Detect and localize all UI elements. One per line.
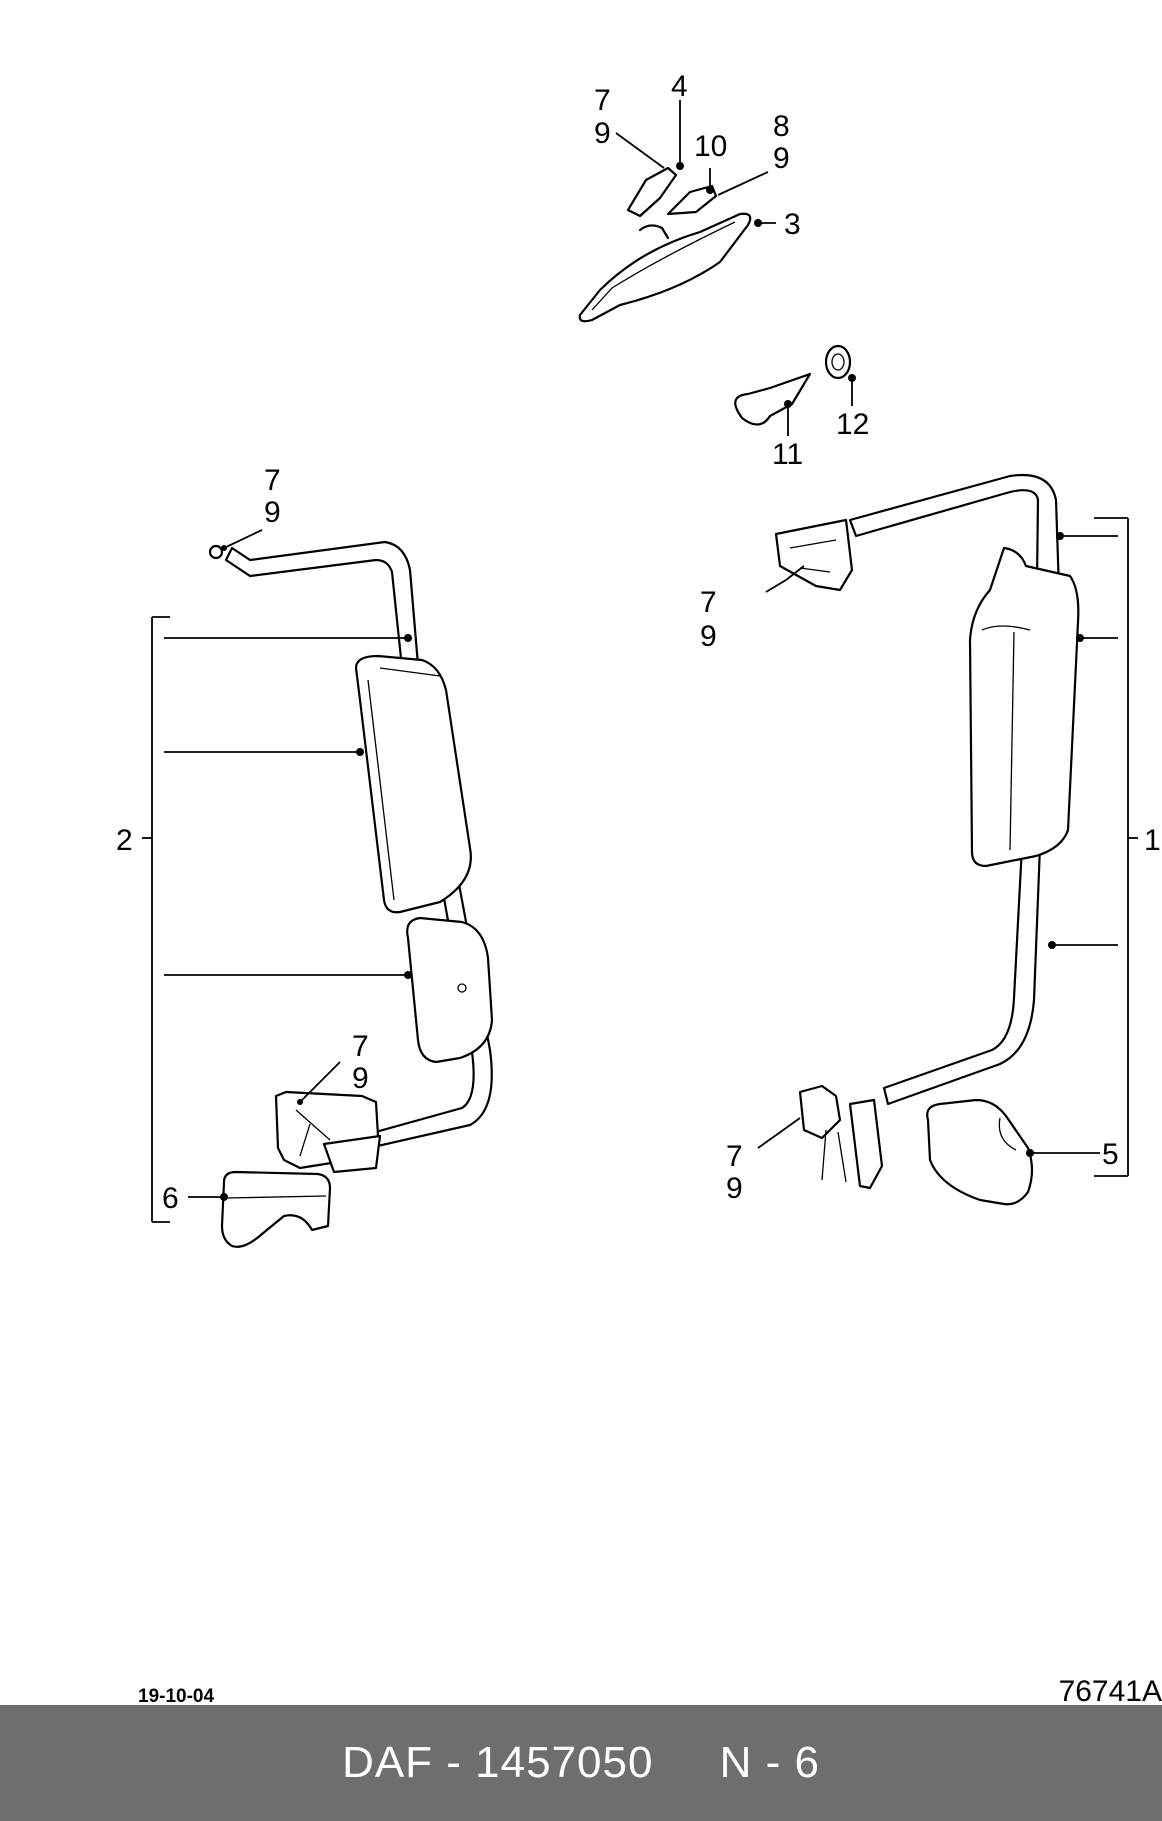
main-mirror-right: [968, 546, 1080, 868]
mount-bracket-right: [666, 184, 718, 216]
callout-4: 4: [671, 70, 688, 103]
callout-9-left-bracket: 9: [352, 1062, 369, 1095]
callout-1: 1: [1144, 824, 1161, 857]
callout-9-left-arm: 9: [264, 496, 281, 529]
knob-and-washer-group: [734, 344, 856, 436]
callout-3: 3: [784, 208, 801, 241]
mirror-arm-right: [848, 474, 1062, 1106]
callout-6: 6: [162, 1182, 179, 1215]
callout-9-right-bracket: 9: [726, 1172, 743, 1205]
callout-5: 5: [1102, 1138, 1119, 1171]
wide-angle-mirror-left: [406, 916, 494, 1064]
mirror-parts-diagram: 1 2 3 4 5 6 7 9 10 8 9 11 12 7 9 7 9 7 9…: [116, 70, 1161, 1248]
callout-9-bracket: 9: [773, 142, 790, 175]
part-info-text: DAF - 1457050 N - 6: [342, 1738, 820, 1787]
callout-9-interior: 9: [594, 117, 611, 150]
arm-end-cap: [208, 544, 224, 560]
callout-2: 2: [116, 824, 133, 857]
right-mirror-assembly: [757, 474, 1138, 1206]
interior-mirror: [578, 212, 752, 323]
wide-angle-mirror-right: [926, 1098, 1034, 1206]
main-mirror-left: [354, 654, 472, 914]
mount-bracket-lower-right: [798, 1084, 842, 1140]
callout-7-interior: 7: [594, 84, 611, 117]
cover-cap-left: [220, 1170, 332, 1248]
part-info-bar: DAF - 1457050 N - 6: [0, 1705, 1162, 1821]
arm-clamp: [322, 1134, 382, 1174]
drawing-date: 19-10-04: [138, 1686, 215, 1707]
callout-7-right-bracket: 7: [726, 1140, 743, 1173]
mirror-stem: [638, 224, 670, 240]
left-mirror-assembly: [142, 529, 494, 1248]
callout-8: 8: [773, 110, 790, 143]
mount-bracket-left: [626, 166, 678, 218]
callout-labels: 1 2 3 4 5 6 7 9 10 8 9 11 12 7 9 7 9 7 9…: [116, 70, 1161, 1215]
adjust-knob: [734, 372, 812, 426]
callout-7-left-arm: 7: [264, 464, 281, 497]
interior-mirror-group: [578, 100, 776, 323]
clamp-plate-right: [848, 1098, 884, 1190]
callout-9-right-arm: 9: [700, 620, 717, 653]
callout-11: 11: [772, 438, 803, 471]
callout-7-right-arm: 7: [700, 586, 717, 619]
callout-7-left-bracket: 7: [352, 1030, 369, 1063]
callout-12: 12: [836, 408, 869, 441]
washer: [824, 344, 852, 380]
drawing-code: 76741A: [1058, 1675, 1162, 1708]
callout-10: 10: [694, 130, 727, 163]
